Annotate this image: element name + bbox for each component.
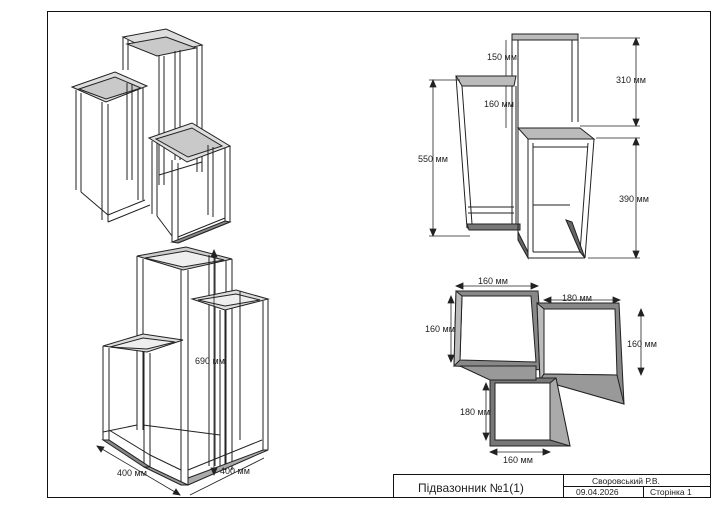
top-c-depth-label: 180 мм [460, 407, 490, 417]
top-a-width-label: 160 мм [478, 276, 508, 286]
drawing-title: Підвазонник №1(1) [418, 481, 524, 495]
iso-view-large [101, 246, 270, 486]
side-top-height-label: 310 мм [616, 75, 646, 85]
iso-height-label: 690 мм [195, 356, 225, 366]
top-b-width-label: 180 мм [562, 293, 592, 303]
top-view [453, 289, 625, 447]
iso-dimensions [96, 248, 265, 496]
iso-width-right-label: 400 мм [220, 466, 250, 476]
sheet-frame [47, 11, 711, 498]
drawing-author: Своровський Р.В. [592, 476, 660, 486]
drawing-page: Сторінка 1 [650, 487, 692, 497]
side-mid-step-label: 160 мм [484, 99, 514, 109]
side-top-step-label: 150 мм [487, 52, 517, 62]
side-dimensions [429, 36, 640, 260]
iso-view-small [70, 28, 232, 244]
side-right-height-label: 390 мм [619, 194, 649, 204]
top-a-depth-label: 160 мм [425, 324, 455, 334]
side-left-height-label: 550 мм [418, 154, 448, 164]
top-b-depth-label: 160 мм [627, 339, 657, 349]
iso-width-left-label: 400 мм [117, 468, 147, 478]
title-block [393, 474, 711, 498]
drawing-date: 09.04.2026 [576, 487, 619, 497]
side-view [455, 33, 596, 260]
top-c-width-label: 160 мм [503, 455, 533, 465]
top-dimensions [447, 282, 645, 456]
